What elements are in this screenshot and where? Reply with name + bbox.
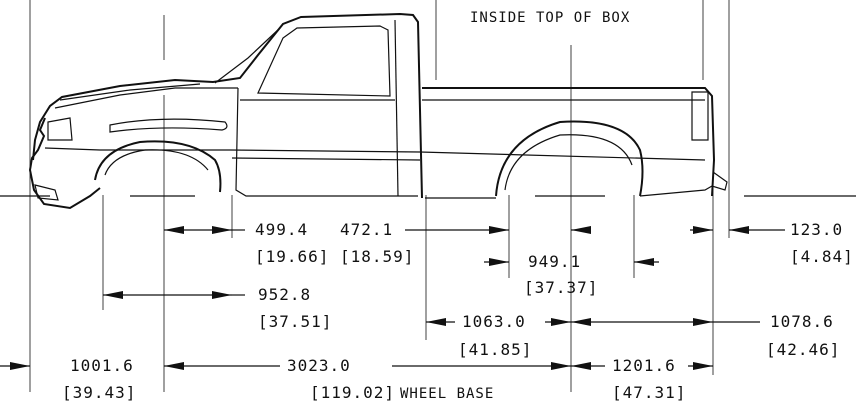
dim-41-85-in: [41.85] <box>458 340 532 359</box>
pickup-box-outline <box>422 87 716 197</box>
dim-1063-0: 1063.0 <box>462 312 526 331</box>
dimension-lines <box>0 226 785 370</box>
dim-499-4: 499.4 <box>255 220 308 239</box>
cab-roof-outline <box>32 12 423 199</box>
door-outline <box>235 87 418 197</box>
dim-3023-0: 3023.0 <box>287 356 351 375</box>
dim-47-31-in: [47.31] <box>612 383 686 402</box>
rear-wheel-arch <box>495 120 644 197</box>
dim-37-51-in: [37.51] <box>258 312 332 331</box>
dim-1201-6: 1201.6 <box>612 356 676 375</box>
vertical-reference-lines <box>29 0 730 392</box>
dim-119-02-in: [119.02] <box>310 383 395 402</box>
dim-949-1: 949.1 <box>528 252 581 271</box>
tail-light <box>691 91 709 141</box>
dim-472-1: 472.1 <box>340 220 393 239</box>
dim-4-84-in: [4.84] <box>790 247 854 266</box>
dim-952-8: 952.8 <box>258 285 311 304</box>
truck-outline <box>28 12 728 210</box>
dim-1078-6: 1078.6 <box>770 312 834 331</box>
fog-light <box>34 184 59 201</box>
wheel-base-label: WHEEL BASE <box>400 386 494 402</box>
side-window <box>257 25 391 97</box>
dim-123-0: 123.0 <box>790 220 843 239</box>
headlight <box>47 117 73 141</box>
dimension-labels: INSIDE TOP OF BOX 499.4 472.1 123.0 [19.… <box>62 10 854 402</box>
dim-39-43-in: [39.43] <box>62 383 136 402</box>
dim-1001-6: 1001.6 <box>70 356 134 375</box>
front-wheel-arch <box>94 140 222 193</box>
dim-42-46-in: [42.46] <box>766 340 840 359</box>
dim-18-59-in: [18.59] <box>340 247 414 266</box>
dim-37-37-in: [37.37] <box>524 278 598 297</box>
dim-19-66-in: [19.66] <box>255 247 329 266</box>
inside-top-of-box-label: INSIDE TOP OF BOX <box>470 10 630 26</box>
